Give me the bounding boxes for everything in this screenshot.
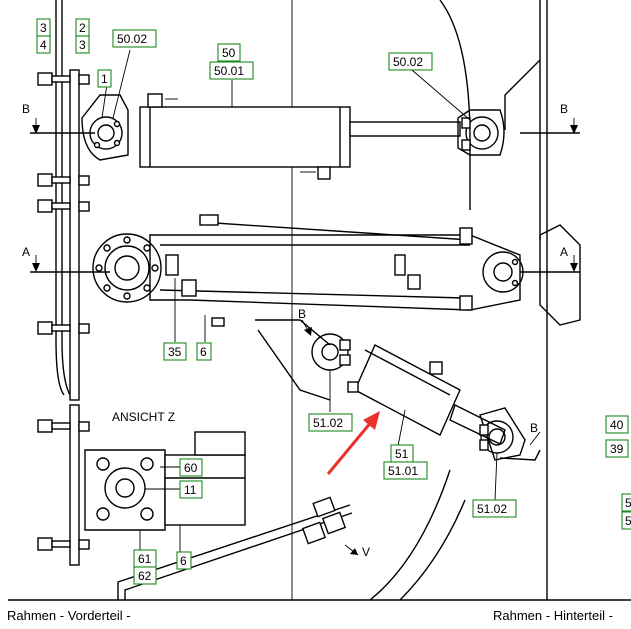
svg-text:2: 2 [79,21,86,35]
part-tag-50: 50 [217,43,241,62]
highlight-arrow [326,411,380,475]
part-tag-61: 61 [133,549,157,568]
leader-lines [101,49,498,501]
bolt-cluster [301,496,347,545]
svg-text:11: 11 [184,483,197,497]
svg-text:51.02: 51.02 [313,416,343,430]
part-tag-2: 2 [75,18,90,37]
section-mark-b-right: B [560,102,568,116]
part-tag-51-02-right: 51.02 [472,499,517,518]
svg-text:5: 5 [625,496,631,510]
section-markers [30,118,580,446]
part-tag-51-02-left: 51.02 [308,413,353,432]
part-tag-40: 40 [605,415,629,434]
section-mark-b-diagonal-2: B [530,421,538,435]
part-tag-3: 3 [36,18,51,37]
svg-text:51.02: 51.02 [477,502,507,516]
svg-text:40: 40 [610,418,624,432]
svg-text:3: 3 [40,21,47,35]
svg-text:50.01: 50.01 [214,64,244,78]
svg-text:61: 61 [138,552,152,566]
view-z [37,404,359,600]
svg-text:6: 6 [200,345,207,359]
svg-text:51.01: 51.01 [388,464,418,478]
main-arm [92,214,581,327]
svg-text:50.02: 50.02 [117,32,147,46]
part-tag-50-02-right: 50.02 [388,52,433,71]
part-tag-3b: 3 [75,35,90,54]
part-tag-35: 35 [163,342,187,361]
view-z-title: ANSICHT Z [112,410,175,424]
section-mark-a-left: A [22,245,30,259]
svg-text:6: 6 [180,554,187,568]
front-frame-column [37,0,90,401]
part-tag-39: 39 [605,439,629,458]
frame-lines [8,0,631,601]
lower-cylinder [255,319,541,461]
svg-text:35: 35 [168,345,182,359]
svg-text:50: 50 [222,46,236,60]
section-mark-a-right: A [560,245,568,259]
part-tag-62: 62 [133,566,157,585]
part-tag-1: 1 [97,69,112,88]
part-tag-5-b: 5 [621,511,631,530]
svg-text:39: 39 [610,442,624,456]
svg-text:50.02: 50.02 [393,55,423,69]
svg-text:3: 3 [79,38,86,52]
part-tag-6-upper: 6 [196,342,212,361]
svg-text:51: 51 [395,447,409,461]
part-tag-51: 51 [390,444,414,463]
section-mark-b-left: B [22,102,30,116]
bolt-row-left [37,72,90,335]
part-tag-60: 60 [179,458,203,477]
upper-cylinder [81,80,505,180]
section-mark-b-diagonal: B [298,307,306,321]
part-tag-50-02-left: 50.02 [112,29,157,48]
view-direction-v: V [362,545,370,559]
svg-text:5: 5 [625,514,631,528]
part-tag-6-lower: 6 [176,551,192,570]
part-tag-5-a: 5 [621,493,631,512]
part-tag-11: 11 [179,480,203,499]
svg-text:60: 60 [184,461,198,475]
svg-text:62: 62 [138,569,152,583]
svg-text:1: 1 [101,72,108,86]
part-tag-51-01: 51.01 [383,461,428,480]
part-tag-4: 4 [36,35,51,54]
part-tag-50-01: 50.01 [209,61,254,80]
caption-rear-frame: Rahmen - Hinterteil - [493,608,613,623]
svg-text:4: 4 [40,38,47,52]
caption-front-frame: Rahmen - Vorderteil - [7,608,131,623]
